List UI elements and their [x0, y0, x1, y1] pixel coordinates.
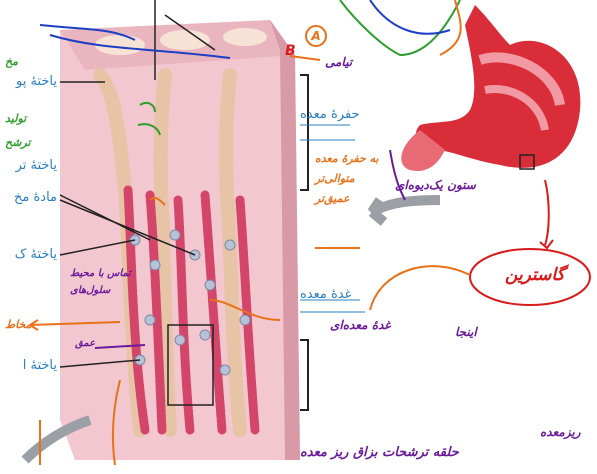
stomach-diagram [401, 5, 580, 171]
label-cell-a: یاختهٔ ا [23, 358, 57, 373]
label-secretory-cell: یاختهٔ تر [16, 158, 57, 173]
note-pit-3: عمیق‌تر [315, 192, 350, 205]
note-pit-2: متوالی‌تر [315, 172, 355, 185]
zoom-arrow-right [372, 200, 440, 222]
note-bottom: حلقه ترشحات بزاق ریز معده [300, 445, 459, 460]
note-mucosa-side: مخاط [5, 318, 32, 331]
label-surface-cell: یاختهٔ پو [16, 74, 57, 89]
note-circle-a: A [305, 25, 327, 47]
label-gastric-pit: حفرهٔ معده [300, 107, 360, 122]
note-contact: تماس با محیط [70, 268, 131, 279]
note-letter-b: B [285, 43, 296, 59]
note-produce: تولید [5, 112, 26, 125]
note-gastrin: گاسترین [505, 265, 565, 285]
note-green: مخ [5, 55, 18, 68]
note-corner: ریزمعده [540, 425, 581, 439]
note-mucosa: ستون یک‌دیوه‌ای [395, 178, 476, 192]
label-gastric-gland: غدهٔ معده [300, 287, 351, 302]
note-pit-1: به حفرهٔ معده [315, 152, 379, 165]
note-tiyami: تیامی [325, 55, 352, 69]
label-cell-k: یاختهٔ ک [15, 247, 57, 262]
note-gland: غدهٔ معده‌ای [330, 318, 391, 332]
note-depth: عمق [75, 338, 95, 349]
note-secrete: ترشح [5, 136, 30, 149]
note-here: اینجا [455, 325, 477, 339]
label-mucus: مادهٔ مخ [14, 190, 57, 205]
note-cells: سلول‌های [70, 285, 110, 296]
